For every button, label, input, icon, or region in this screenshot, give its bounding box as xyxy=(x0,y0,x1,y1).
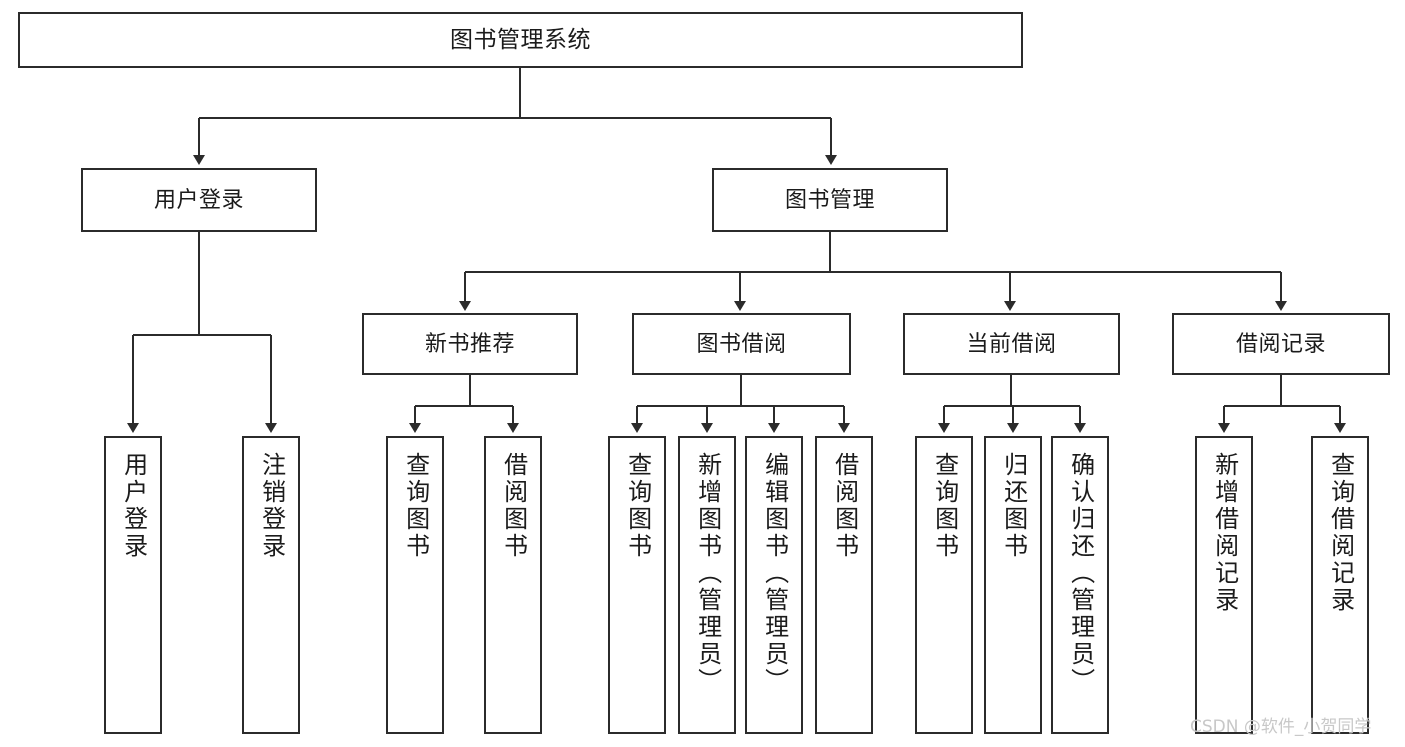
node-label: 注销登录 xyxy=(257,452,285,560)
node-label: 当前借阅 xyxy=(966,330,1057,356)
node-label: 归还图书 xyxy=(999,452,1027,560)
watermark-text: CSDN @软件_小贺同学 xyxy=(1190,717,1372,737)
node-label: 图书管理系统 xyxy=(450,26,591,53)
node-label: 编辑图书（管理员） xyxy=(760,452,788,695)
node-label: 新增借阅记录 xyxy=(1210,452,1238,614)
node-label: 借阅图书 xyxy=(499,452,527,560)
node-label: 查询图书 xyxy=(930,452,958,560)
node-label: 新书推荐 xyxy=(424,330,515,356)
node-borrow-record[interactable]: 借阅记录 xyxy=(1172,313,1390,375)
node-label: 图书借阅 xyxy=(696,330,787,356)
node-leaf-query-book-new[interactable]: 查询图书 xyxy=(386,436,444,734)
node-leaf-query-book-current[interactable]: 查询图书 xyxy=(915,436,973,734)
node-leaf-add-book-admin[interactable]: 新增图书（管理员） xyxy=(678,436,736,734)
node-label: 用户登录 xyxy=(153,186,244,212)
node-label: 查询图书 xyxy=(623,452,651,560)
node-user-login-module[interactable]: 用户登录 xyxy=(81,168,317,232)
node-leaf-confirm-return-admin[interactable]: 确认归还（管理员） xyxy=(1051,436,1109,734)
node-book-borrow[interactable]: 图书借阅 xyxy=(632,313,851,375)
node-root-system[interactable]: 图书管理系统 xyxy=(18,12,1023,68)
node-label: 借阅图书 xyxy=(830,452,858,560)
node-label: 图书管理 xyxy=(784,186,875,212)
node-book-management-module[interactable]: 图书管理 xyxy=(712,168,948,232)
node-current-borrow[interactable]: 当前借阅 xyxy=(903,313,1120,375)
node-label: 借阅记录 xyxy=(1235,330,1326,356)
node-label: 用户登录 xyxy=(119,452,147,560)
node-leaf-borrow-book-new[interactable]: 借阅图书 xyxy=(484,436,542,734)
node-leaf-user-login[interactable]: 用户登录 xyxy=(104,436,162,734)
node-new-book-recommend[interactable]: 新书推荐 xyxy=(362,313,578,375)
node-label: 确认归还（管理员） xyxy=(1066,452,1094,695)
node-leaf-borrow-book[interactable]: 借阅图书 xyxy=(815,436,873,734)
node-leaf-query-book-borrow[interactable]: 查询图书 xyxy=(608,436,666,734)
node-leaf-query-borrow-record[interactable]: 查询借阅记录 xyxy=(1311,436,1369,734)
node-leaf-add-borrow-record[interactable]: 新增借阅记录 xyxy=(1195,436,1253,734)
node-leaf-user-logout[interactable]: 注销登录 xyxy=(242,436,300,734)
node-leaf-return-book[interactable]: 归还图书 xyxy=(984,436,1042,734)
node-label: 新增图书（管理员） xyxy=(693,452,721,695)
node-leaf-edit-book-admin[interactable]: 编辑图书（管理员） xyxy=(745,436,803,734)
node-label: 查询图书 xyxy=(401,452,429,560)
node-label: 查询借阅记录 xyxy=(1326,452,1354,614)
